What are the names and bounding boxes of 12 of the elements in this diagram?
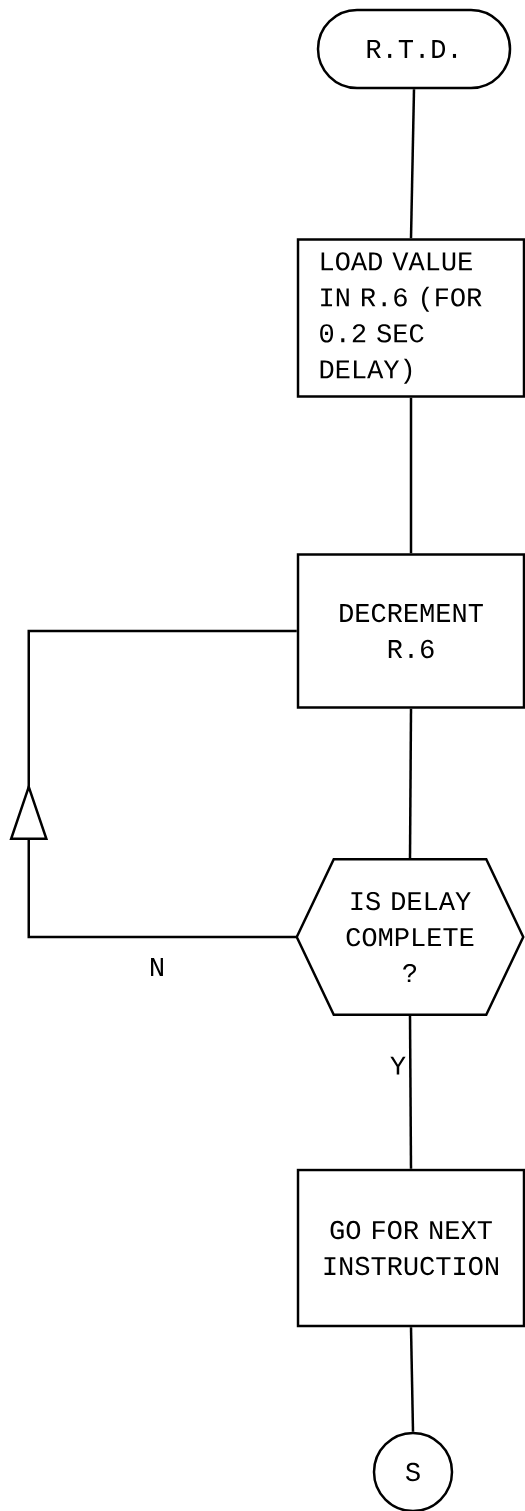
flow-line bbox=[408, 1014, 413, 1169]
edge-label: N bbox=[147, 957, 167, 977]
flow-line bbox=[409, 89, 416, 239]
process-box: DECREMENT R.6 bbox=[296, 553, 525, 709]
process-box: GO FOR NEXT INSTRUCTION bbox=[296, 1168, 525, 1328]
flow-line bbox=[408, 708, 413, 860]
flow-line bbox=[409, 1327, 415, 1432]
decision-hexagon: IS DELAY COMPLETE ? bbox=[295, 858, 525, 1016]
process-box: LOAD VALUE IN R.6 (FOR 0.2 SEC DELAY) bbox=[296, 238, 525, 398]
flow-line bbox=[409, 397, 413, 554]
flow-arrow bbox=[9, 629, 297, 939]
edge-label: Y bbox=[388, 1055, 408, 1076]
